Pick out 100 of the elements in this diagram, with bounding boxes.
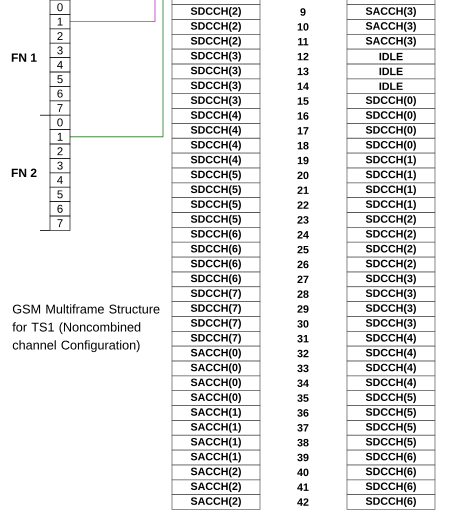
- frame-number: 16: [298, 112, 309, 120]
- frame-number: 10: [298, 23, 308, 31]
- slot-cell: 5: [50, 186, 70, 202]
- table-cell: SACCH(0): [172, 376, 260, 392]
- frame-number: 15: [298, 97, 309, 105]
- table-cell: SDCCH(5): [346, 420, 436, 436]
- frame-number: 34: [297, 379, 309, 388]
- table-cell: SDCCH(6): [172, 242, 260, 258]
- table-cell: SDCCH(4): [346, 346, 436, 362]
- slot-cell: 4: [50, 172, 70, 188]
- table-cell: SDCCH(7): [172, 286, 260, 302]
- table-cell: SDCCH(6): [172, 256, 260, 272]
- table-cell: SDCCH(1): [346, 197, 436, 213]
- frame-number: 20: [297, 172, 308, 180]
- table-cell: SDCCH(3): [346, 286, 436, 302]
- frame-number: 35: [297, 394, 309, 402]
- table-cell: SDCCH(4): [172, 152, 260, 168]
- table-cell: SDCCH(6): [346, 450, 436, 466]
- slot-cell: 1: [50, 14, 70, 30]
- table-cell: SACCH(3): [346, 34, 436, 50]
- table-cell: SDCCH(6): [346, 479, 436, 495]
- slot-cell: 4: [50, 57, 70, 72]
- table-cell: SDCCH(6): [346, 494, 436, 510]
- slot-cell: 0: [50, 114, 70, 130]
- table-cell: SDCCH(2): [172, 19, 260, 35]
- table-cell: SACCH(0): [172, 346, 260, 362]
- frame-number: 31: [297, 334, 309, 342]
- table-cell: SACCH(2): [172, 494, 260, 510]
- frame-number: 18: [298, 142, 309, 150]
- frame-number: 21: [297, 186, 309, 194]
- table-cell: SDCCH(7): [172, 316, 260, 332]
- table-cell: SDCCH(5): [172, 182, 260, 198]
- slot-cell: 2: [50, 28, 70, 44]
- table-cell: SDCCH(5): [172, 197, 260, 213]
- frame-label: FN 2: [12, 168, 36, 177]
- table-cell: SDCCH(4): [346, 376, 436, 392]
- table-cell: SDCCH(0): [346, 108, 436, 124]
- frame-number: 42: [297, 498, 308, 506]
- table-cell: SDCCH(5): [346, 405, 436, 421]
- table-cell: SDCCH(5): [172, 212, 260, 228]
- table-cell: SDCCH(7): [172, 330, 260, 346]
- table-cell: SDCCH(2): [172, 4, 260, 20]
- table-cell: SDCCH(2): [346, 212, 436, 228]
- table-cell: SACCH(3): [346, 19, 436, 35]
- table-cell: SDCCH(5): [346, 434, 436, 450]
- table-cell: SDCCH(7): [172, 301, 260, 317]
- frame-number: 32: [297, 350, 308, 358]
- frame-number: 41: [297, 484, 309, 491]
- connector-line: [70, 0, 156, 22]
- table-cell: SDCCH(4): [346, 330, 436, 346]
- frame-number: 27: [297, 276, 308, 284]
- table-cell: SDCCH(5): [172, 168, 260, 184]
- table-cell: SACCH(3): [346, 4, 436, 20]
- frame-number: 19: [298, 156, 309, 164]
- frame-number: 30: [297, 320, 308, 328]
- caption: GSM Multiframe Structure for TS1 (Noncombined channel Configuration): [12, 304, 160, 352]
- table-cell: SDCCH(4): [172, 138, 260, 154]
- frame-number: 11: [298, 38, 308, 46]
- slot-cell: 2: [50, 144, 70, 159]
- table-cell: SDCCH(2): [346, 242, 436, 258]
- table-cell: IDLE: [346, 78, 436, 94]
- slot-cell: 5: [50, 72, 70, 87]
- table-cell: IDLE: [346, 64, 436, 80]
- frame-number: 38: [297, 438, 309, 446]
- frame-number: 22: [297, 201, 308, 209]
- table-cell: SACCH(1): [172, 405, 260, 421]
- frame-number: 40: [297, 468, 308, 476]
- frame-number: 14: [298, 82, 309, 90]
- table-cell: SDCCH(4): [172, 108, 260, 124]
- table-cell: SACCH(2): [172, 464, 260, 480]
- table-cell: SACCH(1): [172, 450, 260, 466]
- frame-number: 33: [297, 364, 309, 372]
- table-cell: SDCCH(3): [172, 64, 260, 80]
- frame-number: 12: [298, 52, 308, 60]
- table-cell: SDCCH(0): [346, 123, 436, 139]
- frame-number: 24: [297, 231, 309, 238]
- slot-cell: 6: [50, 201, 70, 216]
- table-cell: SDCCH(3): [172, 78, 260, 94]
- table-cell: SACCH(0): [172, 390, 260, 406]
- table-cell: SDCCH(3): [346, 272, 436, 288]
- slot-cell: 3: [50, 158, 70, 174]
- table-cell: SDCCH(6): [172, 227, 260, 243]
- table-cell: SDCCH(3): [346, 316, 436, 332]
- frame-number: 28: [297, 290, 309, 298]
- table-cell: SACCH(1): [172, 434, 260, 450]
- table-cell: IDLE: [346, 48, 436, 64]
- frame-number: 36: [297, 409, 309, 417]
- table-cell: SDCCH(4): [346, 360, 436, 376]
- table-cell: SACCH(0): [172, 360, 260, 376]
- table-cell: SDCCH(3): [172, 48, 260, 64]
- table-cell: SDCCH(1): [346, 182, 436, 198]
- slot-cell: 0: [50, 0, 70, 15]
- table-cell: SDCCH(3): [172, 93, 260, 109]
- table-cell: SDCCH(6): [172, 272, 260, 288]
- frame-number: 17: [298, 127, 308, 134]
- slot-cell: 6: [50, 86, 70, 102]
- table-cell: SDCCH(4): [172, 123, 260, 139]
- frame-number: 13: [298, 68, 309, 76]
- table-cell: SDCCH(6): [346, 464, 436, 480]
- slot-cell: 1: [50, 129, 70, 144]
